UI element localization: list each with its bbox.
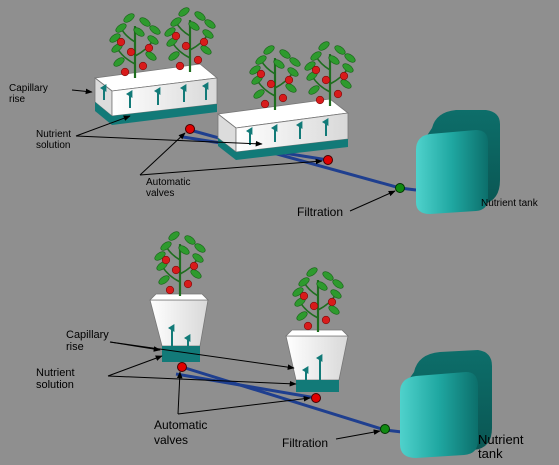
bottom-pipe — [175, 365, 403, 434]
bottom-plant-2 — [292, 267, 344, 332]
top-plant-4 — [304, 41, 356, 106]
top-plant-1 — [109, 13, 161, 78]
top-nutrient-tank-label: Nutrient tank — [481, 198, 538, 209]
bottom-filter — [380, 424, 390, 434]
top-filter — [395, 183, 405, 193]
bottom-pot-2 — [285, 329, 349, 392]
top-valve-1 — [185, 124, 195, 134]
bottom-filtration-label: Filtration — [282, 436, 329, 450]
bottom-plants — [154, 231, 344, 332]
top-plant-2 — [164, 7, 216, 72]
top-callout-arrows — [71, 88, 396, 212]
bottom-pot-1 — [149, 293, 209, 362]
bottom-plant-1 — [154, 231, 206, 296]
top-tray-1 — [93, 63, 218, 125]
bottom-valve-1 — [177, 362, 187, 372]
bottom-valve-2 — [311, 393, 321, 403]
top-filtration-label: Filtration — [297, 205, 344, 219]
top-plants — [109, 7, 356, 110]
bottom-nutrient-tank — [400, 350, 492, 458]
top-nutrient-tank — [416, 110, 500, 214]
top-plant-3 — [249, 45, 301, 110]
top-tray-2 — [217, 98, 349, 160]
bottom-callout-arrows — [107, 341, 381, 440]
top-valve-2 — [323, 155, 333, 165]
